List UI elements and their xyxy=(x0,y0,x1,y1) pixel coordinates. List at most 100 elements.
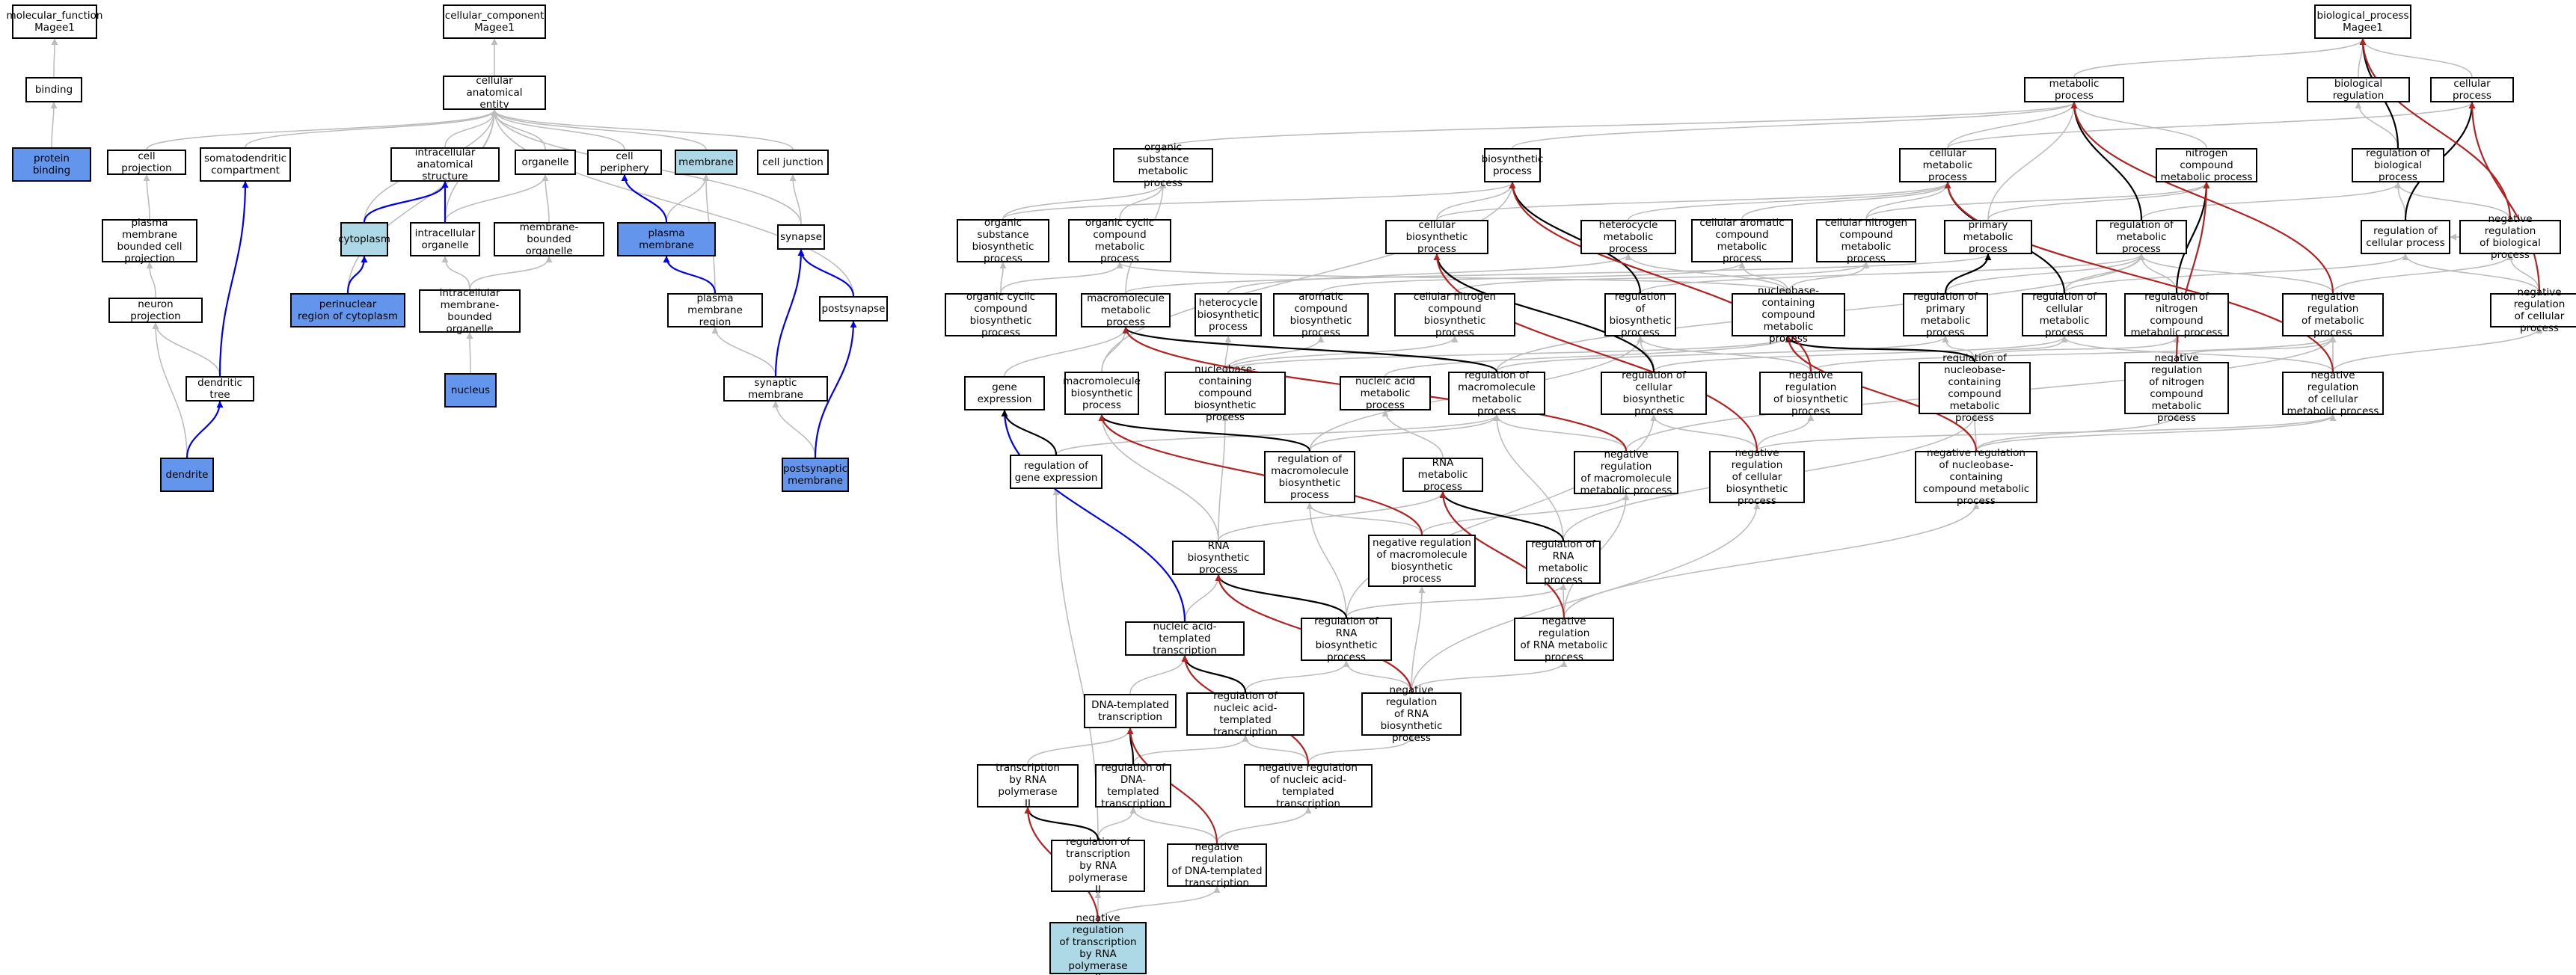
node-imbo[interactable]: intracellular membrane-bounded organelle xyxy=(419,287,521,335)
node-synapse[interactable]: synapse xyxy=(777,224,825,250)
node-cacmp[interactable]: cellular aromatic compound metabolic pro… xyxy=(1691,217,1793,265)
node-gene-expression[interactable]: gene expression xyxy=(964,376,1045,410)
node-rbsp[interactable]: regulation of biosynthetic process xyxy=(1604,291,1676,339)
node-biosynthetic[interactable]: biosynthetic process xyxy=(1482,148,1543,182)
edge-occbp-to-osbp xyxy=(999,262,1007,294)
node-membrane[interactable]: membrane xyxy=(675,150,737,175)
node-rmbp[interactable]: regulation of macromolecule biosynthetic… xyxy=(1264,451,1355,503)
node-nrncmp[interactable]: negative regulation of nitrogen compound… xyxy=(2124,352,2229,424)
node-rncmp[interactable]: regulation of nitrogen compound metaboli… xyxy=(2124,291,2229,339)
node-rpmp[interactable]: regulation of primary metabolic process xyxy=(1903,291,1988,339)
node-ncmp[interactable]: nitrogen compound metabolic process xyxy=(2156,147,2257,183)
edge-cytoplasm-to-ias xyxy=(363,181,449,223)
node-trp2[interactable]: transcription by RNA polymerase II xyxy=(977,762,1079,810)
node-hmp[interactable]: heterocycle metabolic process xyxy=(1580,219,1676,255)
node-dtt[interactable]: DNA-templated transcription xyxy=(1084,694,1177,728)
node-nrdtt[interactable]: negative regulation of DNA-templated tra… xyxy=(1167,841,1267,889)
node-nrbsp[interactable]: negative regulation of biosynthetic proc… xyxy=(1759,369,1862,417)
node-ias[interactable]: intracellular anatomical structure xyxy=(390,147,500,182)
node-cncbp[interactable]: cellular nitrogen compound biosynthetic … xyxy=(1394,291,1515,339)
node-somato[interactable]: somatodendritic compartment xyxy=(200,147,291,182)
edge-imbo-to-io xyxy=(441,256,470,290)
node-rge[interactable]: regulation of gene expression xyxy=(1010,455,1103,489)
node-rcmp[interactable]: regulation of cellular metabolic process xyxy=(2022,291,2107,339)
node-acbp[interactable]: aromatic compound biosynthetic process xyxy=(1273,291,1369,339)
node-nrrnabp[interactable]: negative regulation of RNA biosynthetic … xyxy=(1361,684,1462,744)
node-nbcmp[interactable]: nucleobase-containing compound metabolic… xyxy=(1732,285,1845,345)
node-rnbcmp[interactable]: regulation of nucleobase-containing comp… xyxy=(1919,352,2031,424)
node-rna-bp[interactable]: RNA biosynthetic process xyxy=(1172,540,1265,576)
node-mf[interactable]: molecular_function Magee1 xyxy=(7,4,102,39)
node-cytoplasm[interactable]: cytoplasm xyxy=(338,222,390,256)
node-pmr[interactable]: plasma membrane region xyxy=(667,292,763,328)
node-nrcmp[interactable]: negative regulation of cellular metaboli… xyxy=(2282,369,2384,417)
node-psm[interactable]: postsynaptic membrane xyxy=(782,458,849,492)
node-nrcbp[interactable]: negative regulation of cellular biosynth… xyxy=(1709,447,1805,507)
node-cncmp[interactable]: cellular nitrogen compound metabolic pro… xyxy=(1816,217,1916,265)
node-rmp[interactable]: regulation of metabolic process xyxy=(2096,219,2187,255)
node-bio-reg[interactable]: biological regulation xyxy=(2307,77,2410,102)
edge-dtt-to-natt xyxy=(1129,655,1189,695)
node-cell-projection[interactable]: cell projection xyxy=(107,150,186,175)
node-cae[interactable]: cellular anatomical entity xyxy=(443,75,546,111)
node-cell-junction[interactable]: cell junction xyxy=(757,150,829,175)
node-osbp[interactable]: organic substance biosynthetic process xyxy=(957,217,1049,265)
node-nucleus[interactable]: nucleus xyxy=(444,373,497,407)
node-organelle[interactable]: organelle xyxy=(515,150,576,175)
edge-nrnbcmp-to-nbcmp xyxy=(1785,336,1978,452)
node-pmp[interactable]: primary metabolic process xyxy=(1944,219,2032,255)
node-perinuclear[interactable]: perinuclear region of cytoplasm xyxy=(290,293,405,327)
node-rna-mp[interactable]: RNA metabolic process xyxy=(1402,457,1483,493)
node-rtrp2[interactable]: regulation of transcription by RNA polym… xyxy=(1051,836,1145,896)
node-rdtt[interactable]: regulation of DNA-templated transcriptio… xyxy=(1095,762,1171,810)
node-rnatt[interactable]: regulation of nucleic acid-templated tra… xyxy=(1186,690,1304,738)
node-bp[interactable]: biological_process Magee1 xyxy=(2314,4,2411,39)
node-mbo[interactable]: membrane-bounded organelle xyxy=(494,221,604,257)
edge-cmp-to-metabolic xyxy=(1947,102,2078,149)
node-nrnatt[interactable]: negative regulation of nucleic acid-temp… xyxy=(1244,762,1373,810)
node-mbp[interactable]: macromolecule biosynthetic process xyxy=(1063,372,1141,415)
node-dendrite[interactable]: dendrite xyxy=(160,458,214,492)
node-nrtrp2[interactable]: negative regulation of transcription by … xyxy=(1049,912,1147,975)
node-nrmbp[interactable]: negative regulation of macromolecule bio… xyxy=(1368,535,1476,587)
node-nbcbp[interactable]: nucleobase-containing compound biosynthe… xyxy=(1165,363,1286,423)
node-nrmp[interactable]: negative regulation of metabolic process xyxy=(2282,291,2384,339)
node-neuron-projection[interactable]: neuron projection xyxy=(108,298,203,323)
node-cell-periphery[interactable]: cell periphery xyxy=(587,150,662,175)
edge-pmr-to-pm xyxy=(663,256,717,294)
node-nrrnamp[interactable]: negative regulation of RNA metabolic pro… xyxy=(1514,615,1614,663)
node-metabolic[interactable]: metabolic process xyxy=(2024,77,2124,102)
node-rbp[interactable]: regulation of biological process xyxy=(2352,147,2444,183)
node-nrmmp[interactable]: negative regulation of macromolecule met… xyxy=(1574,449,1678,496)
node-pmbcp[interactable]: plasma membrane bounded cell projection xyxy=(102,217,197,265)
node-natt[interactable]: nucleic acid-templated transcription xyxy=(1125,621,1245,656)
node-binding[interactable]: binding xyxy=(25,77,82,102)
edge-dendritic_tree-to-neuron_projection xyxy=(152,322,221,377)
node-cmp[interactable]: cellular metabolic process xyxy=(1899,147,1996,183)
node-cbp[interactable]: cellular biosynthetic process xyxy=(1385,219,1488,255)
node-nrnbcmp[interactable]: negative regulation of nucleobase-contai… xyxy=(1915,447,2037,507)
node-protein-binding[interactable]: protein binding xyxy=(12,147,91,182)
node-postsynapse[interactable]: postsynapse xyxy=(819,296,888,322)
node-io[interactable]: intracellular organelle xyxy=(410,222,480,256)
edge-io-to-organelle xyxy=(444,174,549,223)
node-nrcp[interactable]: negative regulation of cellular process xyxy=(2490,286,2576,334)
node-rrnamp[interactable]: regulation of RNA metabolic process xyxy=(1526,538,1601,586)
node-dendritic-tree[interactable]: dendritic tree xyxy=(185,376,254,402)
node-namp[interactable]: nucleic acid metabolic process xyxy=(1340,375,1431,411)
node-osmp[interactable]: organic substance metabolic process xyxy=(1113,141,1213,189)
node-cc[interactable]: cellular_component Magee1 xyxy=(443,4,546,39)
node-mmp[interactable]: macromolecule metabolic process xyxy=(1081,292,1171,328)
node-rmmp[interactable]: regulation of macromolecule metabolic pr… xyxy=(1448,369,1545,417)
node-cellular-process[interactable]: cellular process xyxy=(2430,77,2514,102)
node-occmp[interactable]: organic cyclic compound metabolic proces… xyxy=(1068,217,1171,265)
node-rrnabp[interactable]: regulation of RNA biosynthetic process xyxy=(1301,615,1392,663)
edge-rmbp-to-mbp xyxy=(1098,414,1311,452)
node-rcbp[interactable]: regulation of cellular biosynthetic proc… xyxy=(1601,369,1707,417)
node-nrbp[interactable]: negative regulation of biological proces… xyxy=(2459,213,2561,261)
node-pm[interactable]: plasma membrane xyxy=(617,222,716,256)
node-occbp[interactable]: organic cyclic compound biosynthetic pro… xyxy=(945,291,1057,339)
node-synaptic-membrane[interactable]: synaptic membrane xyxy=(723,376,828,402)
node-rcp[interactable]: regulation of cellular process xyxy=(2361,220,2450,254)
node-hbp[interactable]: heterocycle biosynthetic process xyxy=(1195,293,1262,336)
